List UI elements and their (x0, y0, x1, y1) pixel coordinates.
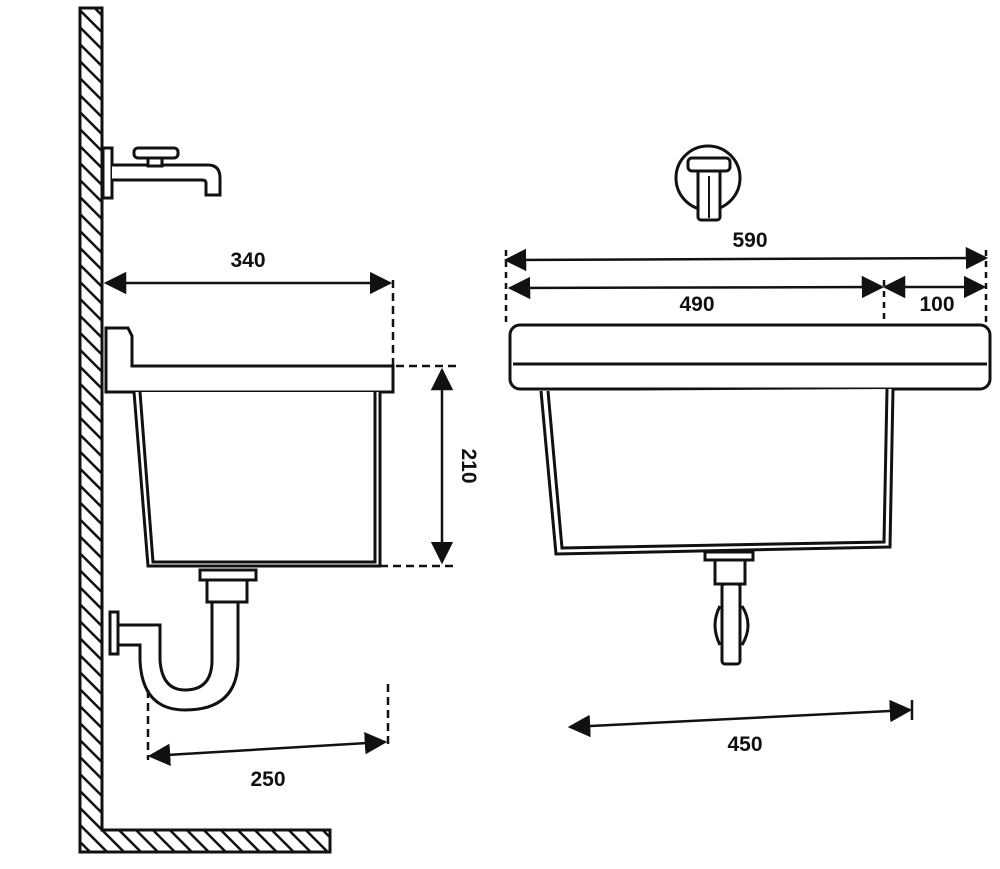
side-dim-lines (103, 271, 456, 767)
dim-label-210: 210 (457, 448, 480, 483)
dim-label-490: 490 (679, 293, 714, 316)
front-view-drain (703, 550, 755, 666)
dim-label-450: 450 (727, 733, 762, 756)
dim-label-340: 340 (230, 249, 265, 272)
front-tap-icon (674, 144, 742, 222)
front-dim-lines (503, 246, 989, 738)
side-view-trap (108, 568, 258, 712)
side-view-basin (104, 326, 395, 568)
dim-label-100: 100 (919, 293, 954, 316)
dim-label-250: 250 (250, 768, 285, 791)
front-view-basin (508, 323, 992, 556)
wall-tap-icon (101, 146, 222, 200)
wall-section (78, 6, 332, 854)
dim-label-590: 590 (732, 229, 767, 252)
